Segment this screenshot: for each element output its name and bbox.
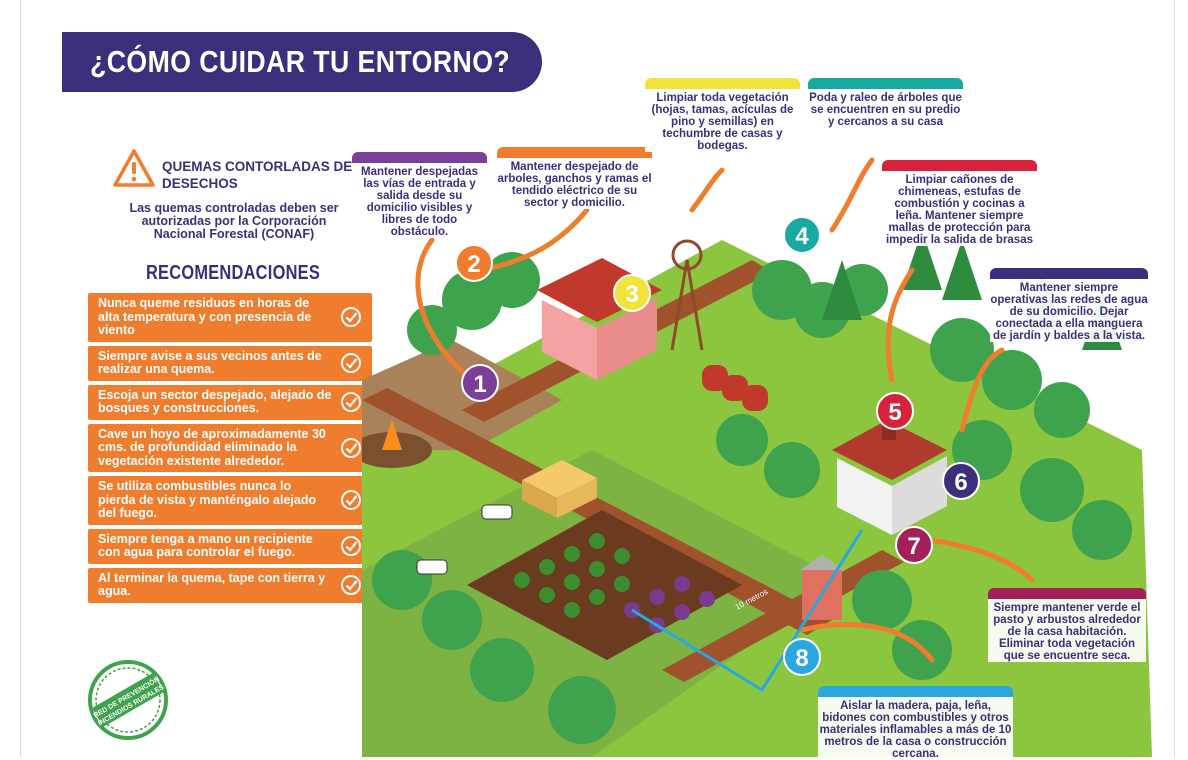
marker-4: 4 [783, 216, 821, 254]
cabbages-purple [624, 576, 715, 633]
trees [372, 252, 1132, 744]
cabbages [514, 533, 630, 618]
callout-text: Mantener despejado de arboles, ganchos y… [497, 158, 652, 209]
crop-field [467, 510, 742, 660]
check-circle-icon [341, 490, 361, 511]
recommendation-item: Se utiliza combustibles nunca lo pierda … [88, 476, 372, 525]
check-circle-icon [341, 353, 361, 373]
callout-bar [990, 268, 1148, 279]
recommendations-list: Nunca queme residuos en horas de alta te… [88, 293, 372, 607]
callout-text: Aislar la madera, paja, leña, bidones co… [818, 697, 1013, 760]
recommendation-text: Escoja un sector despejado, alejado de b… [98, 387, 332, 415]
page-title: ¿CÓMO CUIDAR TU ENTORNO? [90, 44, 511, 79]
check-circle-icon [341, 392, 361, 412]
recommendation-item: Siempre avise a sus vecinos antes de rea… [88, 345, 372, 381]
recommendation-text: Al terminar la quema, tape con tierra y … [98, 570, 326, 598]
callout-4: Poda y raleo de árboles que se encuentre… [808, 78, 963, 128]
callout-2: Mantener despejado de arboles, ganchos y… [497, 147, 652, 209]
callout-8: Aislar la madera, paja, leña, bidones co… [818, 686, 1013, 760]
callout-3: Limpiar toda vegetación (hojas, tamas, a… [645, 78, 800, 152]
marker-5: 5 [876, 392, 914, 430]
marker-3: 3 [613, 274, 651, 312]
windmill [670, 239, 704, 351]
callout-bar [818, 686, 1013, 697]
callout-text: Poda y raleo de árboles que se encuentre… [808, 89, 963, 128]
title-banner: ¿CÓMO CUIDAR TU ENTORNO? [62, 32, 542, 92]
callout-bar [882, 160, 1037, 171]
callout-text: Mantener despejadas las vías de entrada … [352, 163, 487, 238]
callout-1: Mantener despejadas las vías de entrada … [352, 152, 487, 238]
check-circle-icon [341, 536, 361, 556]
callout-7: Siempre mantener verde el pasto y arbust… [988, 588, 1146, 662]
recommendation-item: Nunca queme residuos en horas de alta te… [88, 293, 372, 342]
warning-triangle-icon [113, 149, 155, 187]
callout-text: Limpiar cañones de chimeneas, estufas de… [882, 171, 1037, 246]
callout-6: Mantener siempre operativas las redes de… [990, 268, 1148, 342]
distance-line [631, 529, 864, 693]
callout-5: Limpiar cañones de chimeneas, estufas de… [882, 160, 1037, 246]
warning-heading: QUEMAS CONTORLADAS DE DESECHOS [162, 159, 353, 191]
callout-bar [352, 152, 487, 163]
cows [416, 504, 513, 575]
callout-bar [808, 78, 963, 89]
marker-7: 7 [895, 526, 933, 564]
recommendation-text: Siempre tenga a mano un recipiente con a… [98, 531, 313, 559]
callout-bar [988, 588, 1146, 599]
hay-bales [522, 460, 597, 518]
recommendation-item: Al terminar la quema, tape con tierra y … [88, 567, 372, 603]
farm-illustration: 10 metros [362, 157, 1152, 757]
marker-8: 8 [783, 638, 821, 676]
callout-text: Limpiar toda vegetación (hojas, tamas, a… [645, 89, 800, 152]
red-sheds [702, 365, 768, 411]
recommendation-item: Cave un hoyo de aproximadamente 30 cms. … [88, 423, 372, 472]
recommendation-text: Nunca queme residuos en horas de alta te… [98, 296, 312, 337]
recommendation-item: Siempre tenga a mano un recipiente con a… [88, 528, 372, 564]
callout-bar [497, 147, 652, 158]
marker-1: 1 [461, 364, 499, 402]
warning-text: Las quemas controladas deben ser autoriz… [129, 201, 339, 241]
arrows [415, 157, 1035, 663]
recommendation-text: Cave un hoyo de aproximadamente 30 cms. … [98, 426, 326, 468]
recommendation-text: Se utiliza combustibles nunca lo pierda … [98, 479, 317, 520]
prevention-network-logo: RED DE PREVENCIÓN INCENDIOS RURALES [88, 660, 168, 740]
recommendation-text: Siempre avise a sus vecinos antes de rea… [98, 348, 322, 376]
callout-text: Mantener siempre operativas las redes de… [990, 279, 1148, 342]
marker-2: 2 [455, 244, 493, 282]
callout-bar [645, 78, 800, 89]
water-tower [800, 555, 844, 620]
marker-6: 6 [942, 462, 980, 500]
callout-text: Siempre mantener verde el pasto y arbust… [988, 599, 1146, 662]
check-circle-icon [341, 575, 361, 595]
check-circle-icon [341, 437, 361, 458]
check-circle-icon [341, 307, 361, 328]
fire-pit [362, 420, 432, 468]
recommendations-title: RECOMENDACIONES [145, 262, 321, 284]
recommendation-item: Escoja un sector despejado, alejado de b… [88, 384, 372, 420]
dirt-road [662, 550, 904, 682]
